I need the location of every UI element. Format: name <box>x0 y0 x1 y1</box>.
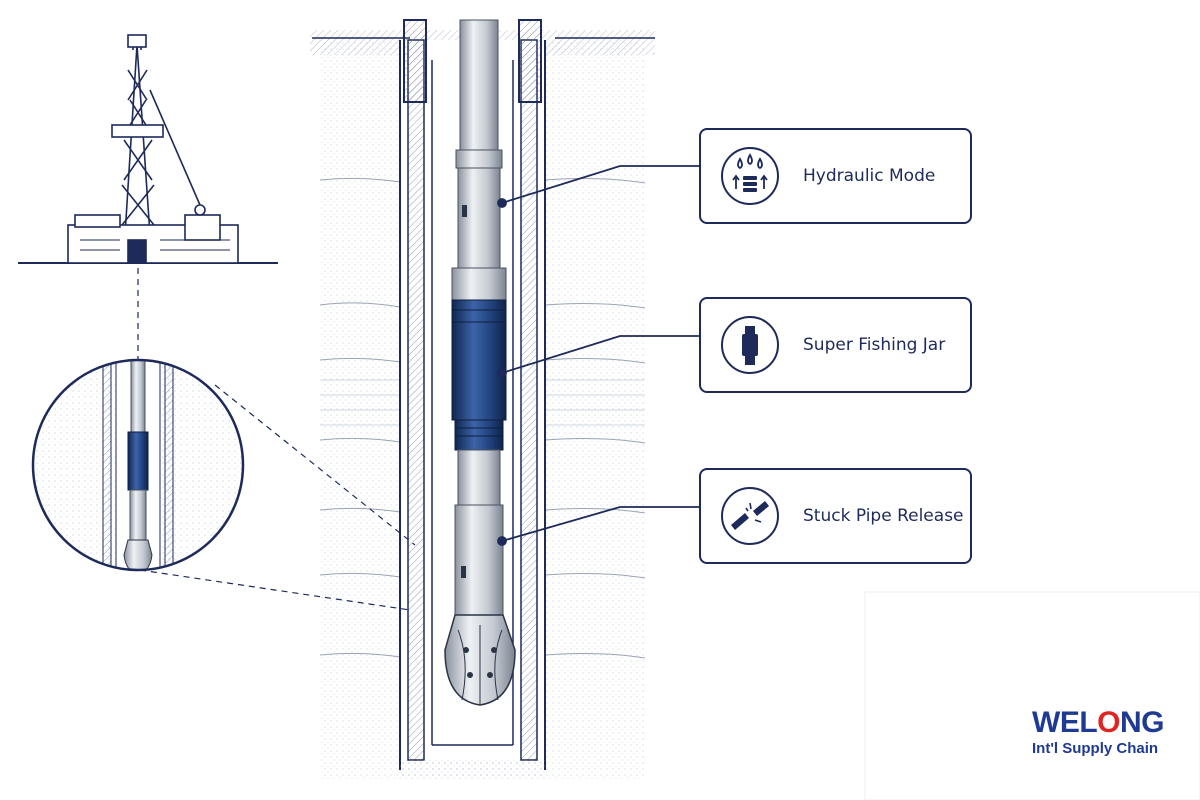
welong-logo: WELONG Int'l Supply Chain <box>1032 706 1182 758</box>
drilling-rig <box>18 34 278 264</box>
hydraulic-droplets-icon <box>721 147 779 205</box>
callout-label: Stuck Pipe Release <box>803 506 964 526</box>
callout-stuck-pipe-release: Stuck Pipe Release <box>699 468 972 564</box>
fishing-jar-icon <box>721 316 779 374</box>
callout-super-fishing-jar: Super Fishing Jar <box>699 297 972 393</box>
callout-label: Hydraulic Mode <box>803 166 936 186</box>
magnified-detail-lens <box>31 358 245 572</box>
drill-string <box>444 19 516 706</box>
logo-wordmark: WELONG <box>1032 706 1165 739</box>
broken-pipe-icon <box>721 487 779 545</box>
logo-panel <box>864 591 1200 800</box>
logo-tagline: Int'l Supply Chain <box>1032 740 1159 757</box>
callout-label: Super Fishing Jar <box>803 335 946 355</box>
callout-leaders <box>497 165 699 546</box>
drill-bit <box>444 614 516 706</box>
fishing-jar <box>451 299 507 451</box>
zoom-connectors <box>137 268 416 611</box>
callout-hydraulic-mode: Hydraulic Mode <box>699 128 972 224</box>
